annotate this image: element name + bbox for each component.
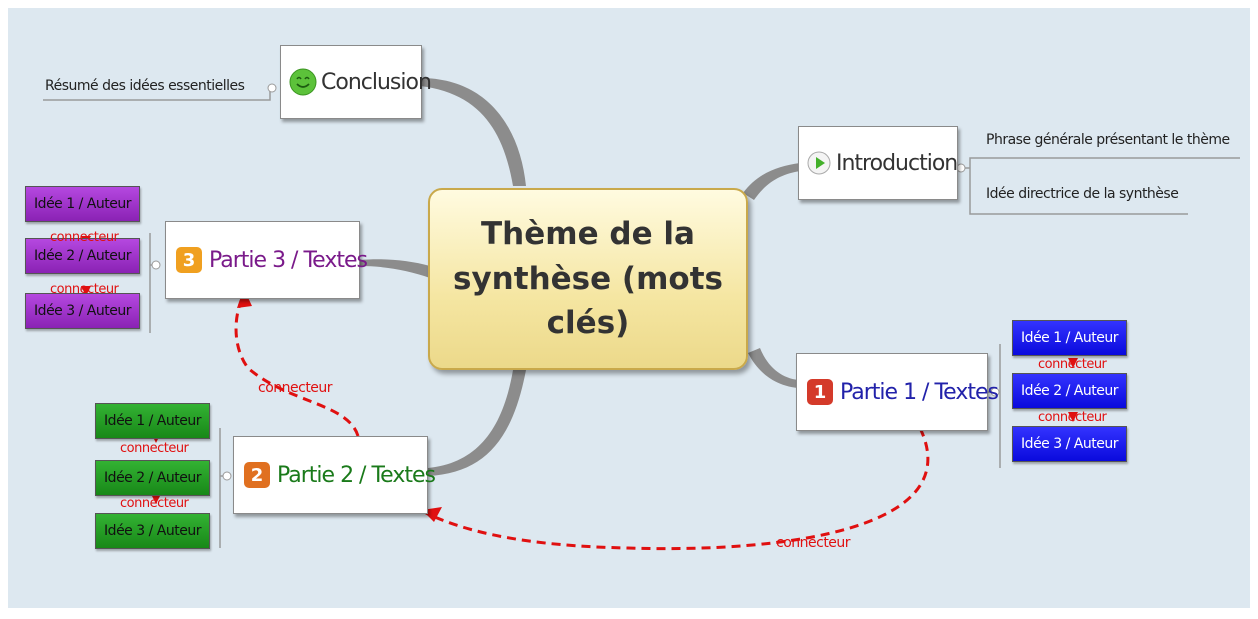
connector-label: connecteur: [50, 282, 119, 297]
partie3-idea-3[interactable]: Idée 3 / Auteur: [25, 293, 140, 329]
central-topic-line2: synthèse (mots clés): [453, 260, 723, 342]
partie2-label: Partie 2 / Textes: [277, 462, 436, 488]
idea-arrow: [151, 494, 161, 504]
introduction-leaf-2[interactable]: Idée directrice de la synthèse: [986, 186, 1179, 202]
partie1-label: Partie 1 / Textes: [840, 379, 999, 405]
partie1-idea-2[interactable]: Idée 2 / Auteur: [1012, 373, 1127, 409]
branch-lines: [43, 78, 1240, 551]
connector-partie2-to-partie3: [234, 295, 360, 437]
partie2-idea-3[interactable]: Idée 3 / Auteur: [95, 513, 210, 549]
branch-to-partie3: [360, 259, 430, 278]
connector-label-link-1-2: connecteur: [776, 535, 851, 551]
idea-arrow: [1068, 358, 1078, 368]
conclusion-label: Conclusion: [321, 69, 432, 95]
connector-label: connecteur: [50, 230, 119, 245]
branch-to-conclusion: [420, 78, 526, 186]
connector-label: connecteur: [120, 441, 189, 456]
bracket-partie1: [988, 344, 1001, 468]
smiley-icon: [289, 68, 317, 96]
idea-arrow: [1068, 412, 1078, 422]
central-topic[interactable]: Thème de la synthèse (mots clés): [428, 188, 748, 370]
connector-label: connecteur: [1038, 410, 1107, 425]
partie1-idea-3[interactable]: Idée 3 / Auteur: [1012, 426, 1127, 462]
partie3-idea-1[interactable]: Idée 1 / Auteur: [25, 186, 140, 222]
connector-label: connecteur: [120, 496, 189, 511]
partie2-idea-1[interactable]: Idée 1 / Auteur: [95, 403, 210, 439]
central-topic-line1: Thème de la: [481, 215, 695, 252]
partie3-label: Partie 3 / Textes: [209, 247, 368, 273]
idea-arrow: [81, 286, 91, 296]
partie3-node[interactable]: 3 Partie 3 / Textes: [165, 221, 368, 299]
partie3-idea-2[interactable]: Idée 2 / Auteur: [25, 238, 140, 274]
branch-to-partie2: [428, 370, 526, 476]
branch-to-introduction: [743, 163, 800, 200]
play-icon: [807, 151, 831, 175]
partie1-node[interactable]: 1 Partie 1 / Textes: [796, 353, 999, 431]
branch-to-partie1: [748, 348, 798, 388]
connector-label: connecteur: [1038, 357, 1107, 372]
bracket-partie3: [149, 233, 158, 333]
bracket-partie2: [219, 428, 230, 548]
partie2-node[interactable]: 2 Partie 2 / Textes: [233, 436, 436, 514]
conclusion-node[interactable]: Conclusion: [280, 45, 432, 119]
connector-partie1-to-partie2: [425, 427, 930, 551]
partie1-idea-1[interactable]: Idée 1 / Auteur: [1012, 320, 1127, 356]
connector-label-link-2-3: connecteur: [258, 380, 333, 396]
number-3-badge: 3: [176, 247, 202, 273]
partie2-idea-2[interactable]: Idée 2 / Auteur: [95, 460, 210, 496]
introduction-label: Introduction: [836, 150, 958, 176]
number-1-badge: 1: [807, 379, 833, 405]
introduction-leaf-1[interactable]: Phrase générale présentant le thème: [986, 132, 1230, 148]
conclusion-leaf[interactable]: Résumé des idées essentielles: [45, 78, 245, 94]
introduction-node[interactable]: Introduction: [798, 126, 958, 200]
mind-map-canvas: Thème de la synthèse (mots clés) Conclus…: [8, 8, 1250, 608]
number-2-badge: 2: [244, 462, 270, 488]
